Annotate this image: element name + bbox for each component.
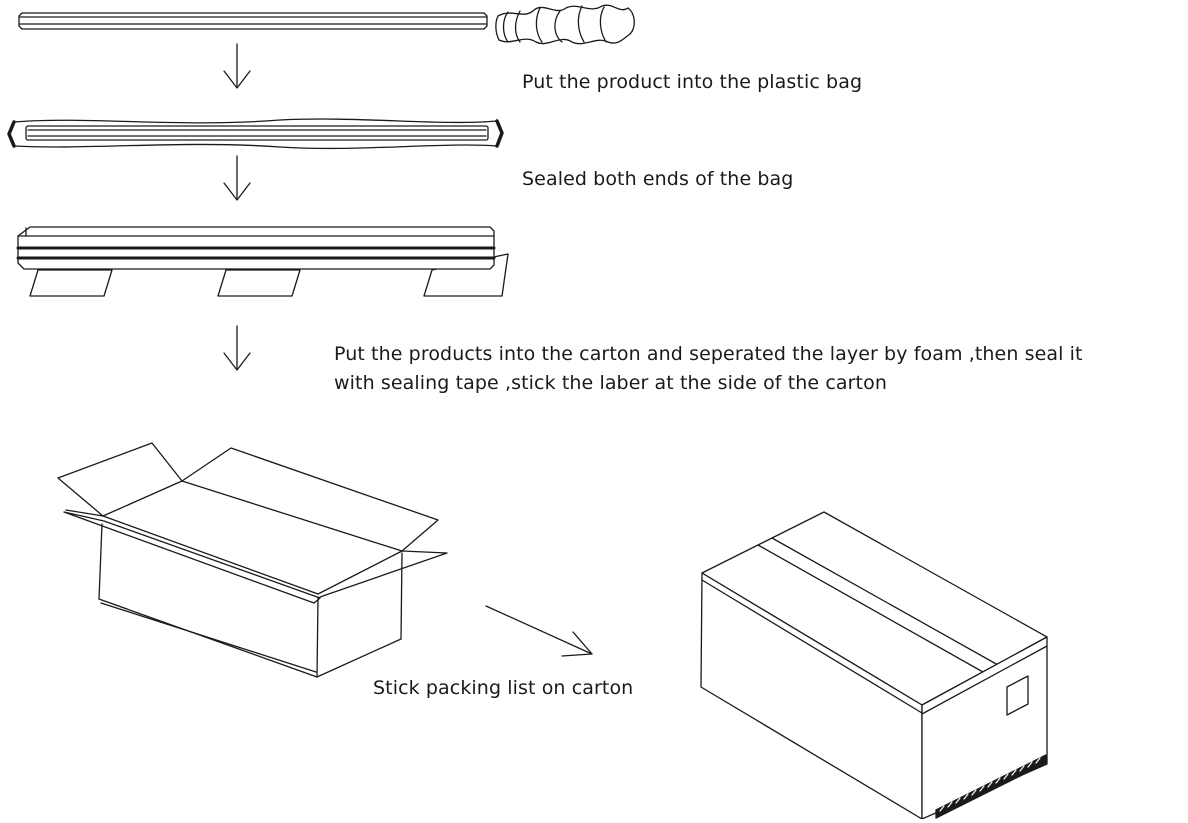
- open-carton: [58, 443, 447, 677]
- caption-seal-bag: Sealed both ends of the bag: [522, 168, 794, 190]
- profiles-stacked: [18, 227, 494, 269]
- caption-pack-carton: Put the products into the carton and sep…: [334, 340, 1083, 398]
- caption-pack-carton-line-1: Put the products into the carton and sep…: [334, 343, 1083, 365]
- arrow-down-2: [224, 156, 250, 200]
- arrow-right-down: [486, 606, 592, 656]
- profile-sealed-in-bag: [9, 119, 502, 148]
- caption-packing-list: Stick packing list on carton: [373, 677, 634, 699]
- plastic-bag-loose: [496, 5, 634, 44]
- arrow-down-3: [224, 326, 250, 370]
- arrow-down-1: [224, 44, 250, 88]
- caption-put-in-bag: Put the product into the plastic bag: [522, 71, 863, 93]
- sealed-carton: [701, 512, 1047, 819]
- aluminum-profile-bare: [19, 13, 487, 29]
- caption-pack-carton-line-2: with sealing tape ,stick the laber at th…: [334, 372, 887, 394]
